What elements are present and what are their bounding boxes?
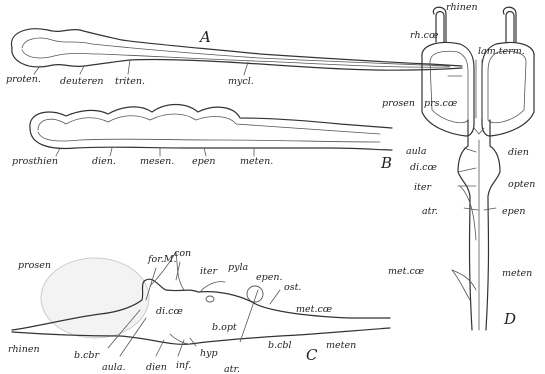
label-met-coe-c: met.cœ	[296, 304, 332, 315]
label-di-coe-d: di.cœ	[410, 162, 437, 173]
label-meten: meten.	[240, 156, 273, 167]
figure-a-letter: A	[198, 28, 211, 46]
label-meten-d: meten	[502, 268, 532, 279]
label-ost: ost.	[284, 282, 301, 293]
label-iter: iter	[200, 266, 218, 277]
figure-b-letter: B	[380, 154, 392, 172]
label-met-coe-d: met.cœ	[388, 266, 424, 277]
label-proten: proten.	[6, 74, 41, 85]
figure-c-letter: C	[306, 346, 318, 364]
label-prosen-d: prosen	[382, 98, 415, 109]
label-pyla: pyla	[228, 262, 248, 273]
figure-c-brain-lateral-view: C for.M. con iter pyla epen. ost. prosen…	[8, 248, 390, 374]
label-triten: triten.	[115, 76, 145, 87]
label-epen: epen	[192, 156, 215, 167]
label-b-cbl: b.cbl	[268, 340, 292, 351]
label-hyp: hyp	[200, 348, 218, 359]
label-aula-c: aula.	[102, 362, 126, 373]
label-epen-d: epen	[502, 206, 525, 217]
label-mycl: mycl.	[228, 76, 254, 87]
label-deuteren: deuteren	[60, 76, 104, 87]
label-dien-d: dien	[508, 147, 529, 158]
label-epen-c: epen.	[256, 272, 282, 283]
figure-d-letter: D	[503, 310, 516, 328]
label-prosthien: prosthien	[12, 156, 58, 167]
label-rhinen-c: rhinen	[8, 344, 40, 355]
label-atr-d: atr.	[422, 206, 438, 217]
label-prosen-c: prosen	[18, 260, 51, 271]
label-dien-c: dien	[146, 362, 167, 373]
label-aula-d: aula	[406, 146, 427, 157]
label-rh-coe: rh.cœ	[410, 30, 438, 41]
label-for-m: for.M.	[147, 254, 177, 265]
label-b-cbr: b.cbr	[74, 350, 101, 361]
label-b-opt: b.opt	[212, 322, 237, 333]
figure-b-neural-tube: B prosthien dien. mesen. epen meten.	[12, 105, 392, 173]
label-rhinen-d: rhinen	[446, 2, 478, 13]
label-mesen: mesen.	[140, 156, 174, 167]
label-dien: dien.	[92, 156, 116, 167]
label-di-coe-c: di.cœ	[156, 306, 183, 317]
label-atr-c: atr.	[224, 364, 240, 374]
label-prs-coe: prs.cœ	[424, 98, 457, 109]
label-con: con	[174, 248, 191, 259]
label-opten: opten	[508, 179, 535, 190]
label-lam-term: lam.term.	[478, 46, 525, 57]
label-inf: inf.	[176, 360, 191, 371]
label-meten-c: meten	[326, 340, 356, 351]
figure-a-neural-tube: A proten. deuteren triten. mycl.	[6, 28, 462, 87]
figure-d-brain-horizontal-section: D rhinen rh.cœ lam.term. prosen prs.cœ a…	[382, 2, 535, 330]
label-iter-d: iter	[414, 182, 432, 193]
